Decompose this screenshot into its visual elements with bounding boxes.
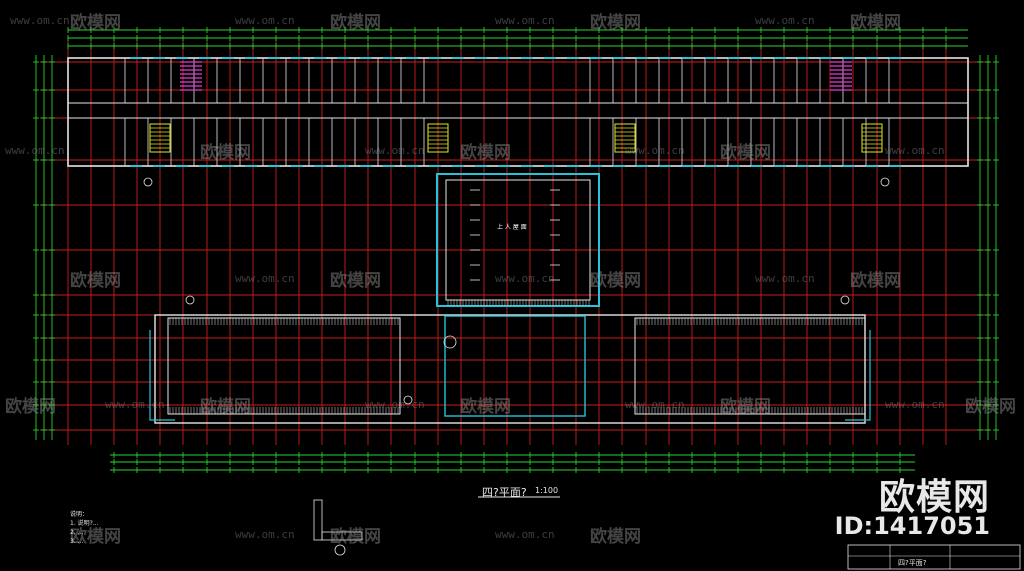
watermark-site: www.om.cn: [365, 398, 425, 411]
watermark-site: www.om.cn: [495, 14, 555, 27]
watermark-brand: 欧模网: [590, 13, 641, 33]
watermark-brand: 欧模网: [70, 527, 121, 547]
watermark-brand: 欧模网: [850, 271, 901, 291]
watermark-site: www.om.cn: [755, 272, 815, 285]
watermark-brand: 欧模网: [330, 271, 381, 291]
watermark-brand: 欧模网: [70, 13, 121, 33]
watermark-brand: 欧模网: [590, 271, 641, 291]
axis-grid: [40, 40, 990, 445]
watermark-brand: 欧模网: [720, 143, 771, 163]
column-marker: [443, 335, 457, 349]
watermark-site: www.om.cn: [105, 398, 165, 411]
watermark-site: www.om.cn: [755, 14, 815, 27]
watermark-brand: 欧模网: [330, 13, 381, 33]
wing-border: [149, 330, 175, 421]
stair-outline: [149, 123, 171, 153]
watermark-site: www.om.cn: [235, 528, 295, 541]
stair-outline: [861, 123, 883, 153]
watermark-site: www.om.cn: [625, 144, 685, 157]
watermark-brand: 欧模网: [965, 397, 1016, 417]
watermark-brand: 欧模网: [5, 397, 56, 417]
roof-inner-outline: [445, 179, 591, 301]
watermark-site: www.om.cn: [885, 144, 945, 157]
stair-outline: [614, 123, 636, 153]
upper-building-outline: [67, 57, 969, 167]
watermark-brand: 欧模网: [460, 397, 511, 417]
watermark-site: www.om.cn: [495, 528, 555, 541]
axis-bubble: [143, 177, 153, 187]
note-line: 1. 说明?...: [70, 520, 99, 527]
title-block-text: 四?平面?: [898, 559, 927, 567]
watermark-logo-text: 欧模网: [878, 477, 990, 518]
watermark-brand: 欧模网: [720, 397, 771, 417]
watermark-brand: 欧模网: [330, 527, 381, 547]
plan-details: [143, 177, 1021, 570]
watermark-brand: 欧模网: [850, 13, 901, 33]
detail-bubble: [334, 544, 346, 556]
stair-outline: [427, 123, 449, 153]
watermark-site: www.om.cn: [235, 14, 295, 27]
drawing-title: 四?平面?: [482, 486, 527, 499]
drawing-notes: 说明： 1. 说明?... 2. ... 3. ...: [70, 510, 99, 546]
watermark-brand: 欧模网: [460, 143, 511, 163]
dimension-lines: [33, 27, 999, 473]
note-line: 说明：: [70, 511, 89, 518]
watermark-site: www.om.cn: [365, 144, 425, 157]
watermark-site: www.om.cn: [235, 272, 295, 285]
watermark-id: ID:1417051: [834, 512, 990, 540]
watermark-site: www.om.cn: [495, 272, 555, 285]
watermark-site: www.om.cn: [10, 14, 70, 27]
roof-label: 上 人 屋 面: [497, 224, 527, 231]
axis-bubble: [840, 295, 850, 305]
watermark-site: www.om.cn: [5, 144, 65, 157]
detail-section: [313, 499, 323, 541]
watermark-brand: 欧模网: [200, 397, 251, 417]
note-line: 2. ...: [70, 529, 84, 536]
title-block: [847, 544, 1021, 570]
wing-border: [845, 330, 871, 421]
watermark-brand: 欧模网: [590, 527, 641, 547]
detail-section: [321, 531, 363, 541]
note-line: 3. ...: [70, 538, 84, 545]
axis-bubble: [185, 295, 195, 305]
right-wing: [634, 317, 866, 415]
axis-bubble: [880, 177, 890, 187]
watermark-site: www.om.cn: [885, 398, 945, 411]
axis-bubble: [403, 395, 413, 405]
drawing-scale: 1:100: [535, 486, 559, 495]
watermark-brand: 欧模网: [70, 271, 121, 291]
watermark-brand: 欧模网: [200, 143, 251, 163]
building-walls: [67, 57, 969, 424]
central-lower-block: [444, 315, 586, 417]
roof-block-outline: [436, 173, 600, 307]
watermark-site: www.om.cn: [625, 398, 685, 411]
